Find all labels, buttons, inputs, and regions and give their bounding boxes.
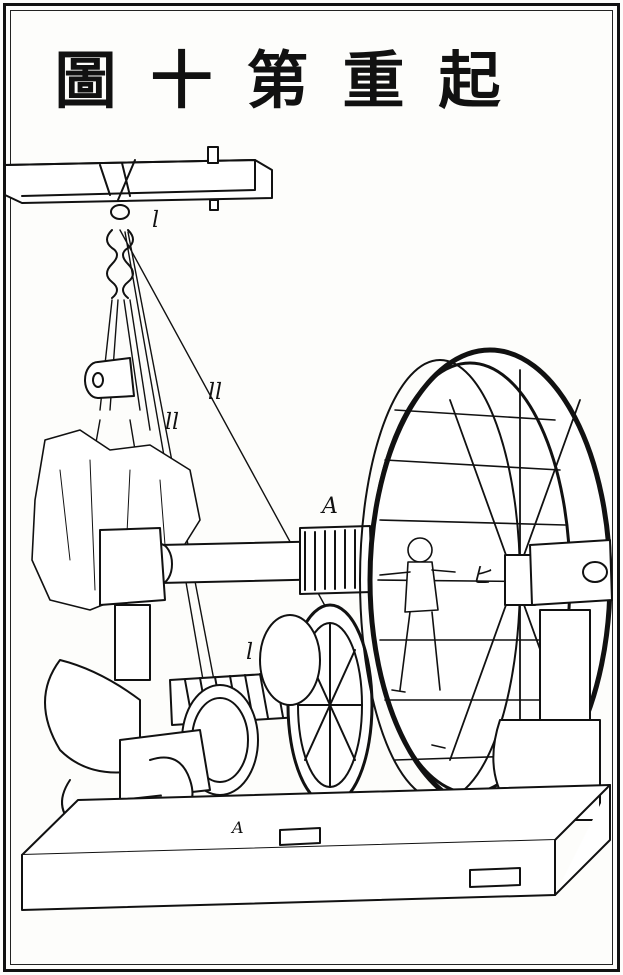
label-rope-b: ll [165,410,180,435]
left-frame [44,527,166,831]
label-gear: l [246,640,254,665]
label-hook: l [152,208,160,233]
outer-border [3,3,620,972]
inner-border [10,10,613,965]
label-worker: ヒ [470,564,493,589]
label-wheel-small: A [232,818,244,837]
base-platform [21,784,611,911]
right-frame [492,539,613,821]
chain-hook [106,204,134,299]
crank-wheel [119,684,259,821]
gear-wheel [259,603,374,807]
overhead-beam [4,146,273,211]
page-title: 起重第十圖 [54,44,535,117]
label-rope-a: ll [208,380,223,405]
worker-figure [379,537,456,749]
label-drum: A [322,494,338,519]
pulley-block [84,357,135,399]
